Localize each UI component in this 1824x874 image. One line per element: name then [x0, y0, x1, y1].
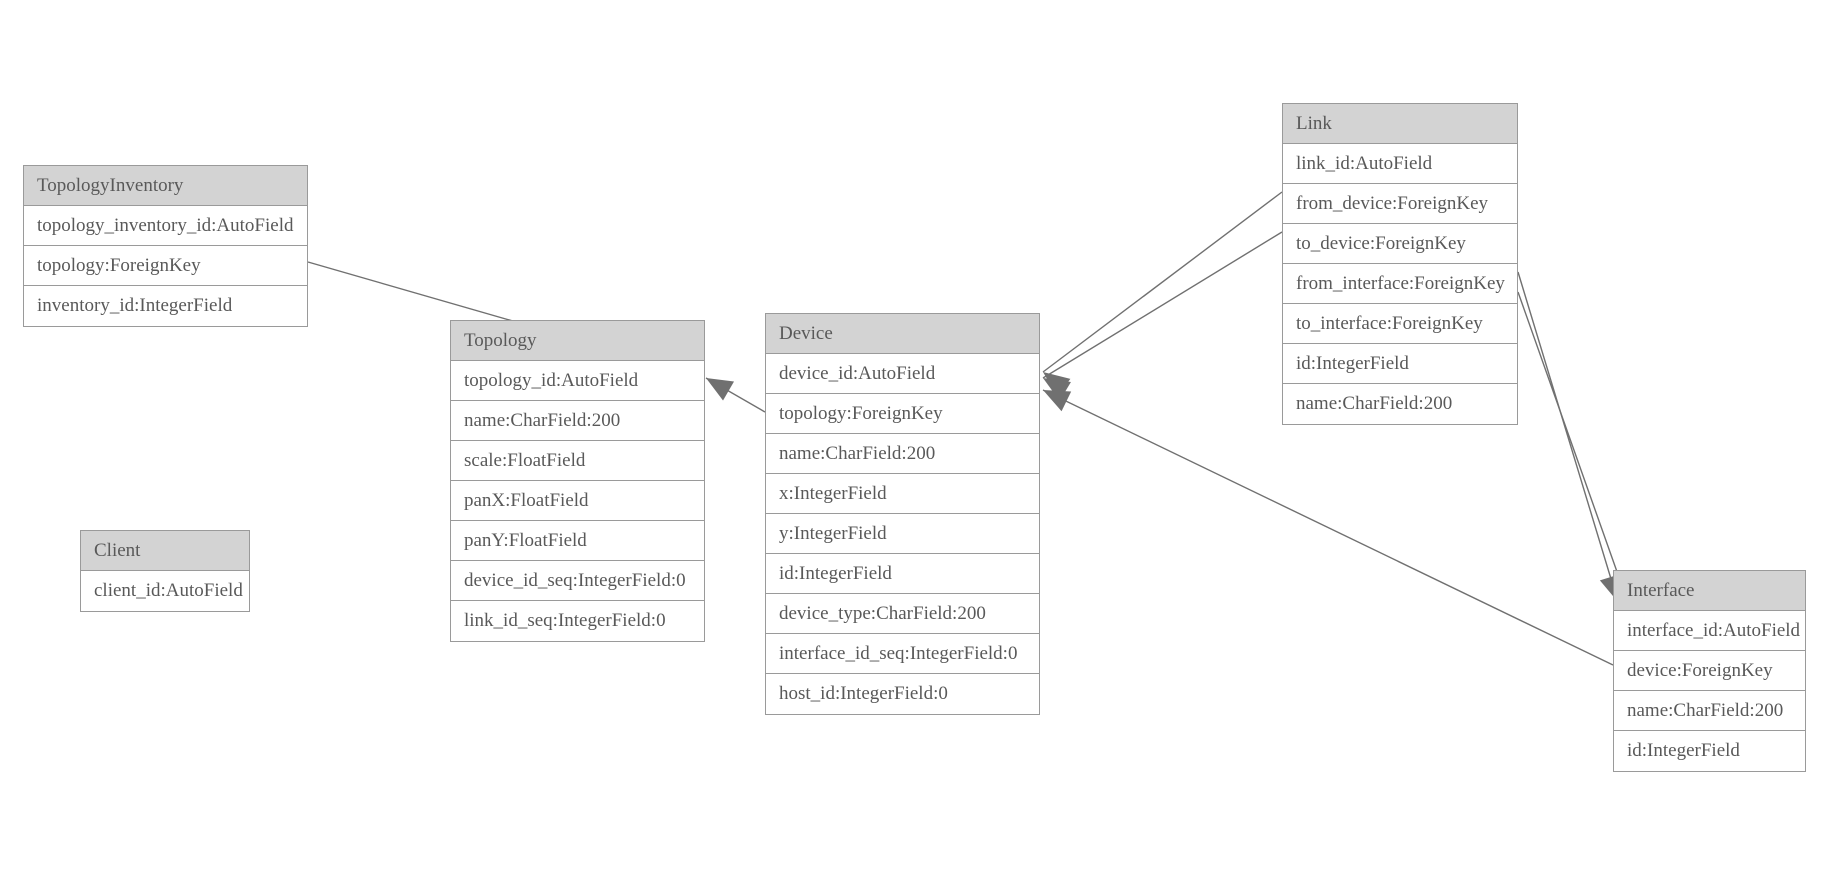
entity-field[interactable]: y:IntegerField — [766, 514, 1039, 554]
entity-field[interactable]: device_id_seq:IntegerField:0 — [451, 561, 704, 601]
entity-title-topology_inventory: TopologyInventory — [24, 166, 307, 206]
entity-field[interactable]: topology:ForeignKey — [766, 394, 1039, 434]
entity-fields-client: client_id:AutoField — [81, 571, 249, 611]
entity-field[interactable]: device:ForeignKey — [1614, 651, 1805, 691]
relationship-arrowhead-icon — [706, 378, 735, 401]
relationship-link-from_interface — [1517, 271, 1621, 603]
relationship-line — [1042, 191, 1283, 373]
entity-title-link: Link — [1283, 104, 1517, 144]
entity-field[interactable]: client_id:AutoField — [94, 580, 243, 601]
relationship-device-topology — [705, 377, 766, 413]
entity-field[interactable]: name:CharField:200 — [766, 434, 1039, 474]
entity-client[interactable]: Client client_id:AutoField — [80, 530, 250, 612]
entity-field[interactable]: name:CharField:200 — [1614, 691, 1805, 731]
entity-field[interactable]: scale:FloatField — [451, 441, 704, 481]
relationship-arrowhead-icon — [1043, 372, 1071, 397]
entity-field[interactable]: panX:FloatField — [451, 481, 704, 521]
entity-field[interactable]: interface_id:AutoField — [1614, 611, 1805, 651]
relationship-arrowhead-icon — [1043, 390, 1072, 412]
entity-field[interactable]: host_id:IntegerField:0 — [779, 683, 948, 704]
entity-field[interactable]: from_device:ForeignKey — [1283, 184, 1517, 224]
relationship-line — [1042, 389, 1614, 666]
entity-title-device: Device — [766, 314, 1039, 354]
entity-field[interactable]: topology:ForeignKey — [24, 246, 307, 286]
entity-field[interactable]: interface_id_seq:IntegerField:0 — [766, 634, 1039, 674]
entity-field[interactable]: inventory_id:IntegerField — [37, 295, 233, 316]
relationship-line — [1517, 291, 1628, 601]
entity-field[interactable]: name:CharField:200 — [451, 401, 704, 441]
relationship-link-to_interface — [1517, 291, 1629, 601]
entity-field[interactable]: id:IntegerField — [1283, 344, 1517, 384]
entity-field[interactable]: link_id:AutoField — [1283, 144, 1517, 184]
relationship-line — [1517, 271, 1619, 603]
entity-title-interface: Interface — [1614, 571, 1805, 611]
relationship-link-from_device — [1042, 191, 1283, 397]
entity-field[interactable]: to_interface:ForeignKey — [1283, 304, 1517, 344]
entity-field[interactable]: topology_inventory_id:AutoField — [24, 206, 307, 246]
entity-field[interactable]: device_type:CharField:200 — [766, 594, 1039, 634]
entity-title-topology: Topology — [451, 321, 704, 361]
entity-field[interactable]: x:IntegerField — [766, 474, 1039, 514]
relationship-line — [1042, 231, 1283, 379]
entity-field[interactable]: id:IntegerField — [1627, 740, 1740, 761]
entity-field[interactable]: panY:FloatField — [451, 521, 704, 561]
entity-field[interactable]: name:CharField:200 — [1296, 393, 1453, 414]
entity-title-client: Client — [81, 531, 249, 571]
relationship-link-to_device — [1042, 231, 1283, 401]
entity-field[interactable]: topology_id:AutoField — [451, 361, 704, 401]
entity-field[interactable]: link_id_seq:IntegerField:0 — [464, 610, 666, 631]
relationship-arrowhead-icon — [1043, 378, 1071, 401]
entity-field[interactable]: id:IntegerField — [766, 554, 1039, 594]
relationship-line — [705, 377, 766, 413]
entity-field[interactable]: from_interface:ForeignKey — [1283, 264, 1517, 304]
entity-field[interactable]: device_id:AutoField — [766, 354, 1039, 394]
entity-field[interactable]: to_device:ForeignKey — [1283, 224, 1517, 264]
